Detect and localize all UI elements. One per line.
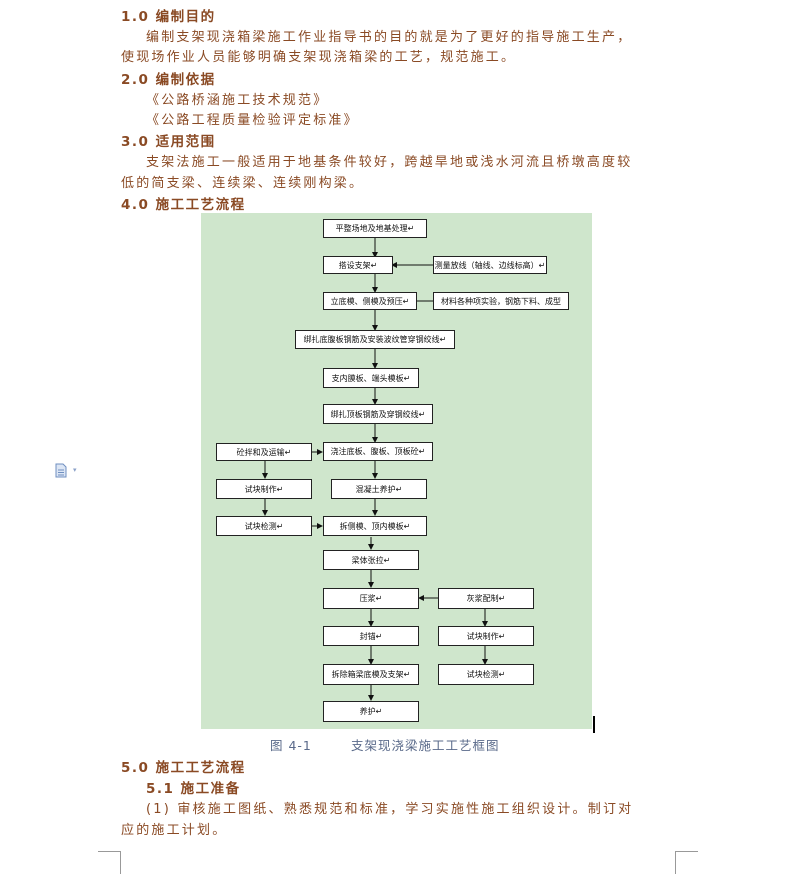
flow-step-specimen-test: 试块检测↵	[216, 516, 312, 536]
flow-step-remove-scaffold: 拆除箱梁底模及支架↵	[323, 664, 419, 685]
reference-1: 《公路桥涵施工技术规范》	[146, 93, 329, 108]
section-5-heading: 5.0 施工工艺流程	[121, 760, 246, 776]
flow-step-material-test: 材料各种项实验，钢筋下料、成型	[433, 292, 569, 310]
section-5-line1: (1) 审核施工图纸、熟悉规范和标准，学习实施性施工组织设计。制订对	[146, 802, 634, 817]
section-5-1-heading: 5.1 施工准备	[146, 781, 241, 797]
section-3-heading: 3.0 适用范围	[121, 134, 216, 150]
figure-label: 图 4-1	[270, 738, 312, 753]
section-1-line1: 编制支架现浇箱梁施工作业指导书的目的就是为了更好的指导施工生产，	[146, 30, 633, 45]
flow-step-grout-specimen: 试块制作↵	[438, 626, 534, 646]
document-icon[interactable]	[55, 463, 67, 478]
section-4-heading: 4.0 施工工艺流程	[121, 197, 246, 213]
section-3-line2: 低的简支梁、连续梁、连续刚构梁。	[121, 176, 365, 191]
flow-step-curing: 混凝土养护↵	[331, 479, 427, 499]
flow-step-grouting: 压浆↵	[323, 588, 419, 609]
section-3-line1: 支架法施工一般适用于地基条件较好，跨越旱地或浅水河流且桥墩高度较	[146, 155, 633, 170]
flow-step-top-rebar: 绑扎顶板钢筋及穿钢绞线↵	[323, 404, 433, 424]
page-corner-mark	[675, 851, 698, 874]
flow-step-bottom-rebar: 绑扎底腹板钢筋及安装波纹管穿钢绞线↵	[295, 330, 455, 349]
section-1-line2: 使现场作业人员能够明确支架现浇箱梁的工艺，规范施工。	[121, 50, 517, 65]
section-5-line2: 应的施工计划。	[121, 823, 228, 838]
flow-step-concrete-mixing: 砼拌和及运输↵	[216, 443, 312, 461]
section-2-heading: 2.0 编制依据	[121, 72, 216, 88]
section-1-heading: 1.0 编制目的	[121, 9, 216, 25]
text-cursor	[593, 716, 595, 733]
flow-step-pour-concrete: 浇注底板、腹板、顶板砼↵	[323, 442, 433, 461]
flow-step-grout-test: 试块检测↵	[438, 664, 534, 685]
reference-2: 《公路工程质量检验评定标准》	[146, 113, 359, 128]
flow-step-inner-formwork: 支内膜板、端头模板↵	[323, 368, 419, 388]
flowchart-figure: 平整场地及地基处理↵ 搭设支架↵ 测量放线（轴线、边线标高）↵ 立底模、侧模及预…	[201, 213, 592, 729]
flow-step-grout-mixing: 灰浆配制↵	[438, 588, 534, 609]
flow-step-formwork-preload: 立底模、侧模及预压↵	[323, 292, 417, 310]
flow-step-anchor-sealing: 封锚↵	[323, 626, 419, 646]
flow-step-survey: 测量放线（轴线、边线标高）↵	[433, 256, 547, 274]
flow-step-erect-scaffold: 搭设支架↵	[323, 256, 393, 274]
figure-title: 支架现浇梁施工工艺框图	[351, 738, 500, 753]
flow-step-site-leveling: 平整场地及地基处理↵	[323, 219, 427, 238]
flow-step-remove-side-forms: 拆侧模、顶内模板↵	[323, 516, 427, 536]
page-corner-mark	[98, 851, 121, 874]
flowchart-connectors	[262, 238, 488, 701]
dropdown-arrow-icon[interactable]: ▾	[73, 466, 77, 474]
flow-step-tensioning: 梁体张拉↵	[323, 550, 419, 570]
flow-step-specimen-making: 试块制作↵	[216, 479, 312, 499]
flow-step-final-curing: 养护↵	[323, 701, 419, 722]
